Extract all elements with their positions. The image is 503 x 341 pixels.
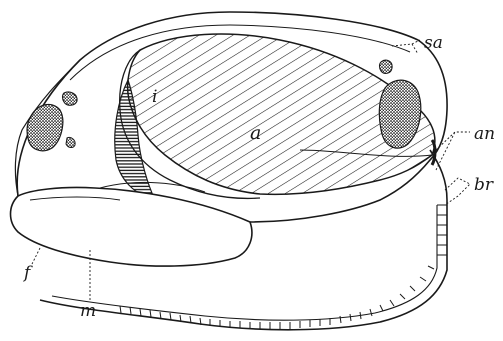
label-f: f xyxy=(22,263,33,283)
label-br: br xyxy=(474,175,494,195)
foot xyxy=(11,187,252,266)
label-m: m xyxy=(80,301,96,321)
gill-fringe xyxy=(437,205,447,255)
label-i: i xyxy=(152,87,157,107)
label-an: an xyxy=(474,124,495,144)
spot-left-large xyxy=(27,104,63,150)
label-a: a xyxy=(250,122,261,144)
spot-left-tiny xyxy=(66,137,75,147)
label-sa: sa xyxy=(424,33,443,53)
spot-right-small xyxy=(380,60,393,73)
spot-left-small xyxy=(63,92,78,105)
